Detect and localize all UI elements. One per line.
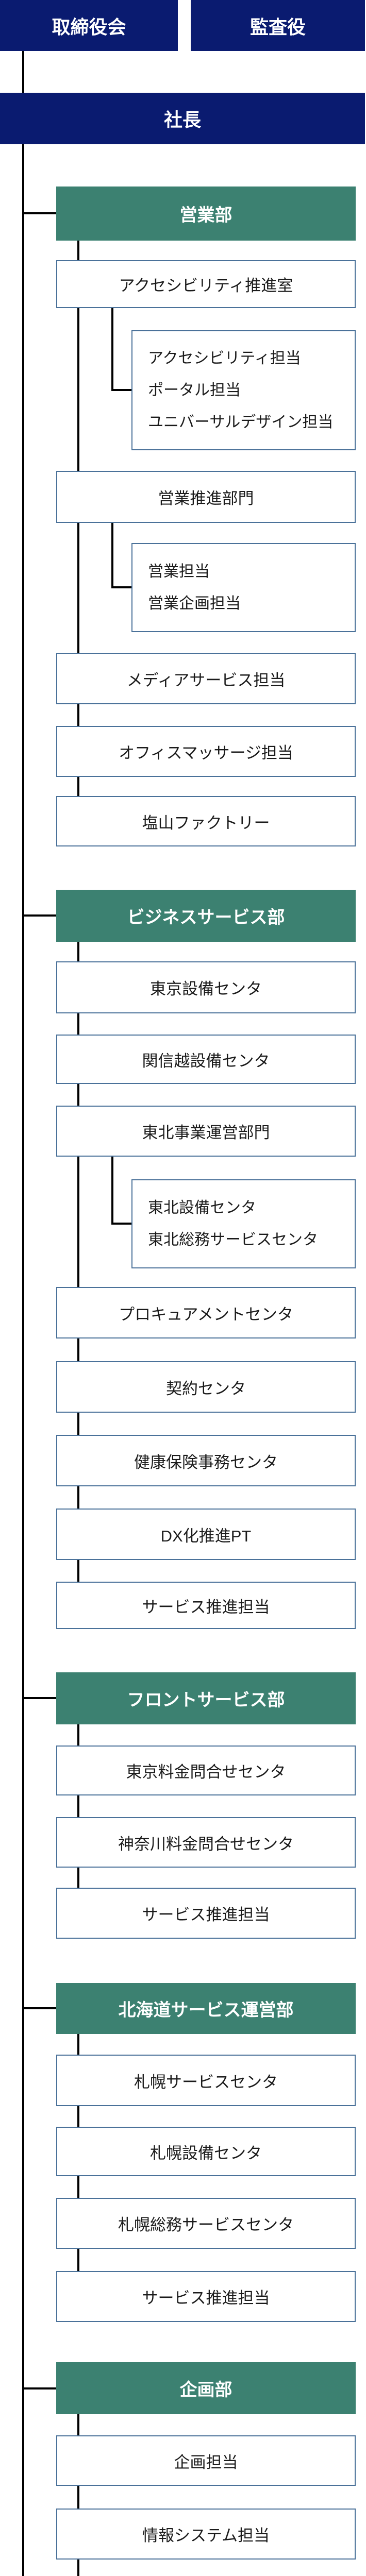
detail-line: 東北総務サービスセンタ	[148, 1231, 318, 1248]
dept-business-service-label: ビジネスサービス部	[127, 908, 285, 927]
node-label: 札幌総務サービスセンタ	[118, 2216, 294, 2234]
connector-branch-front-service	[22, 1697, 56, 1699]
node-kanshinetsu-facility-center: 関信越設備センタ	[56, 1035, 356, 1084]
dept-planning-header: 企画部	[56, 2362, 356, 2414]
node-label: 契約センタ	[166, 1379, 246, 1398]
connector-trunk-planning	[77, 2414, 79, 2576]
node-label: 神奈川料金問合せセンタ	[118, 1835, 294, 1853]
detail-line: 東北設備センタ	[148, 1199, 256, 1216]
node-sapporo-general-affairs-service-center: 札幌総務サービスセンタ	[56, 2198, 356, 2249]
dept-hokkaido-label: 北海道サービス運営部	[118, 2001, 294, 2020]
node-tohoku-business-operation-division: 東北事業運営部門	[56, 1106, 356, 1157]
node-label: 企画担当	[174, 2453, 238, 2471]
node-sapporo-facility-center: 札幌設備センタ	[56, 2127, 356, 2176]
node-tokyo-facility-center: 東京設備センタ	[56, 961, 356, 1013]
node-label: 東北事業運営部門	[142, 1124, 270, 1142]
node-label: 営業推進部門	[158, 489, 254, 507]
node-accessibility-promotion-office: アクセシビリティ推進室	[56, 260, 356, 308]
node-label: 塩山ファクトリー	[142, 814, 270, 832]
connector-branch-hokkaido	[22, 2007, 56, 2009]
node-label: 札幌サービスセンタ	[134, 2073, 278, 2091]
node-label: 札幌設備センタ	[150, 2144, 262, 2162]
detail-line: アクセシビリティ担当	[148, 349, 301, 367]
node-planning-staff: 企画担当	[56, 2435, 356, 2486]
node-label: サービス推進担当	[142, 1906, 270, 1924]
node-dx-promotion-pt: DX化推進PT	[56, 1509, 356, 1560]
node-service-promotion-business: サービス推進担当	[56, 1582, 356, 1629]
node-label: DX化推進PT	[160, 1527, 252, 1545]
connector-accessibility-detail-h	[111, 389, 131, 391]
connector-main-trunk	[22, 144, 24, 2576]
dept-sales-label: 営業部	[179, 206, 232, 225]
president-label: 社長	[163, 109, 201, 130]
connector-branch-business-service	[22, 914, 56, 917]
dept-business-service-header: ビジネスサービス部	[56, 890, 356, 942]
auditor-label: 監査役	[249, 16, 306, 38]
node-procurement-center: プロキュアメントセンタ	[56, 1287, 356, 1338]
connector-trunk-business-service	[77, 942, 79, 1582]
node-office-massage: オフィスマッサージ担当	[56, 726, 356, 777]
detail-line: 営業企画担当	[148, 595, 241, 612]
node-sapporo-service-center: 札幌サービスセンタ	[56, 2055, 356, 2106]
board-of-directors-label: 取締役会	[52, 16, 126, 38]
president-box: 社長	[0, 93, 365, 144]
node-service-promotion-hokkaido: サービス推進担当	[56, 2271, 356, 2322]
node-media-service: メディアサービス担当	[56, 653, 356, 704]
node-label: オフィスマッサージ担当	[119, 744, 293, 762]
connector-sales-promo-detail-v	[111, 523, 113, 588]
detail-line: ポータル担当	[148, 381, 241, 399]
dept-front-service-header: フロントサービス部	[56, 1672, 356, 1724]
detail-sales-staff: 営業担当 営業企画担当	[131, 543, 356, 632]
connector-branch-planning	[22, 2387, 56, 2389]
node-tokyo-charge-inquiry-center: 東京料金問合せセンタ	[56, 1745, 356, 1795]
dept-sales-header: 営業部	[56, 187, 356, 241]
node-label: アクセシビリティ推進室	[119, 277, 293, 295]
node-label: 関信越設備センタ	[142, 1052, 270, 1070]
node-enzan-factory: 塩山ファクトリー	[56, 796, 356, 846]
node-kanagawa-charge-inquiry-center: 神奈川料金問合せセンタ	[56, 1817, 356, 1868]
node-contract-center: 契約センタ	[56, 1361, 356, 1413]
connector-tohoku-detail-h	[111, 1223, 131, 1225]
node-label: メディアサービス担当	[126, 671, 286, 689]
connector-trunk-front-service	[77, 1724, 79, 1888]
node-health-insurance-office-center: 健康保険事務センタ	[56, 1435, 356, 1486]
dept-hokkaido-service-operation-header: 北海道サービス運営部	[56, 1983, 356, 2034]
detail-accessibility-staff: アクセシビリティ担当 ポータル担当 ユニバーサルデザイン担当	[131, 330, 356, 450]
connector-tohoku-detail-v	[111, 1157, 113, 1225]
detail-line: 営業担当	[148, 563, 210, 580]
board-of-directors-box: 取締役会	[0, 0, 178, 51]
dept-planning-label: 企画部	[179, 2380, 232, 2400]
node-label: 東京設備センタ	[150, 980, 262, 998]
node-information-system-staff: 情報システム担当	[56, 2509, 356, 2560]
connector-accessibility-detail-v	[111, 308, 113, 391]
node-label: 情報システム担当	[142, 2527, 270, 2545]
detail-line: ユニバーサルデザイン担当	[148, 413, 334, 431]
node-label: サービス推進担当	[142, 2289, 270, 2307]
detail-tohoku-centers: 東北設備センタ 東北総務サービスセンタ	[131, 1179, 356, 1268]
connector-board-to-president	[22, 51, 24, 93]
node-service-promotion-front: サービス推進担当	[56, 1888, 356, 1939]
connector-sales-promo-detail-h	[111, 586, 131, 588]
auditor-box: 監査役	[191, 0, 365, 51]
node-label: プロキュアメントセンタ	[119, 1305, 293, 1324]
connector-branch-sales	[22, 212, 56, 214]
node-sales-promotion-division: 営業推進部門	[56, 471, 356, 523]
node-label: サービス推進担当	[142, 1598, 270, 1616]
dept-front-service-label: フロントサービス部	[127, 1690, 285, 1710]
node-label: 健康保険事務センタ	[134, 1453, 278, 1471]
node-label: 東京料金問合せセンタ	[126, 1763, 286, 1781]
